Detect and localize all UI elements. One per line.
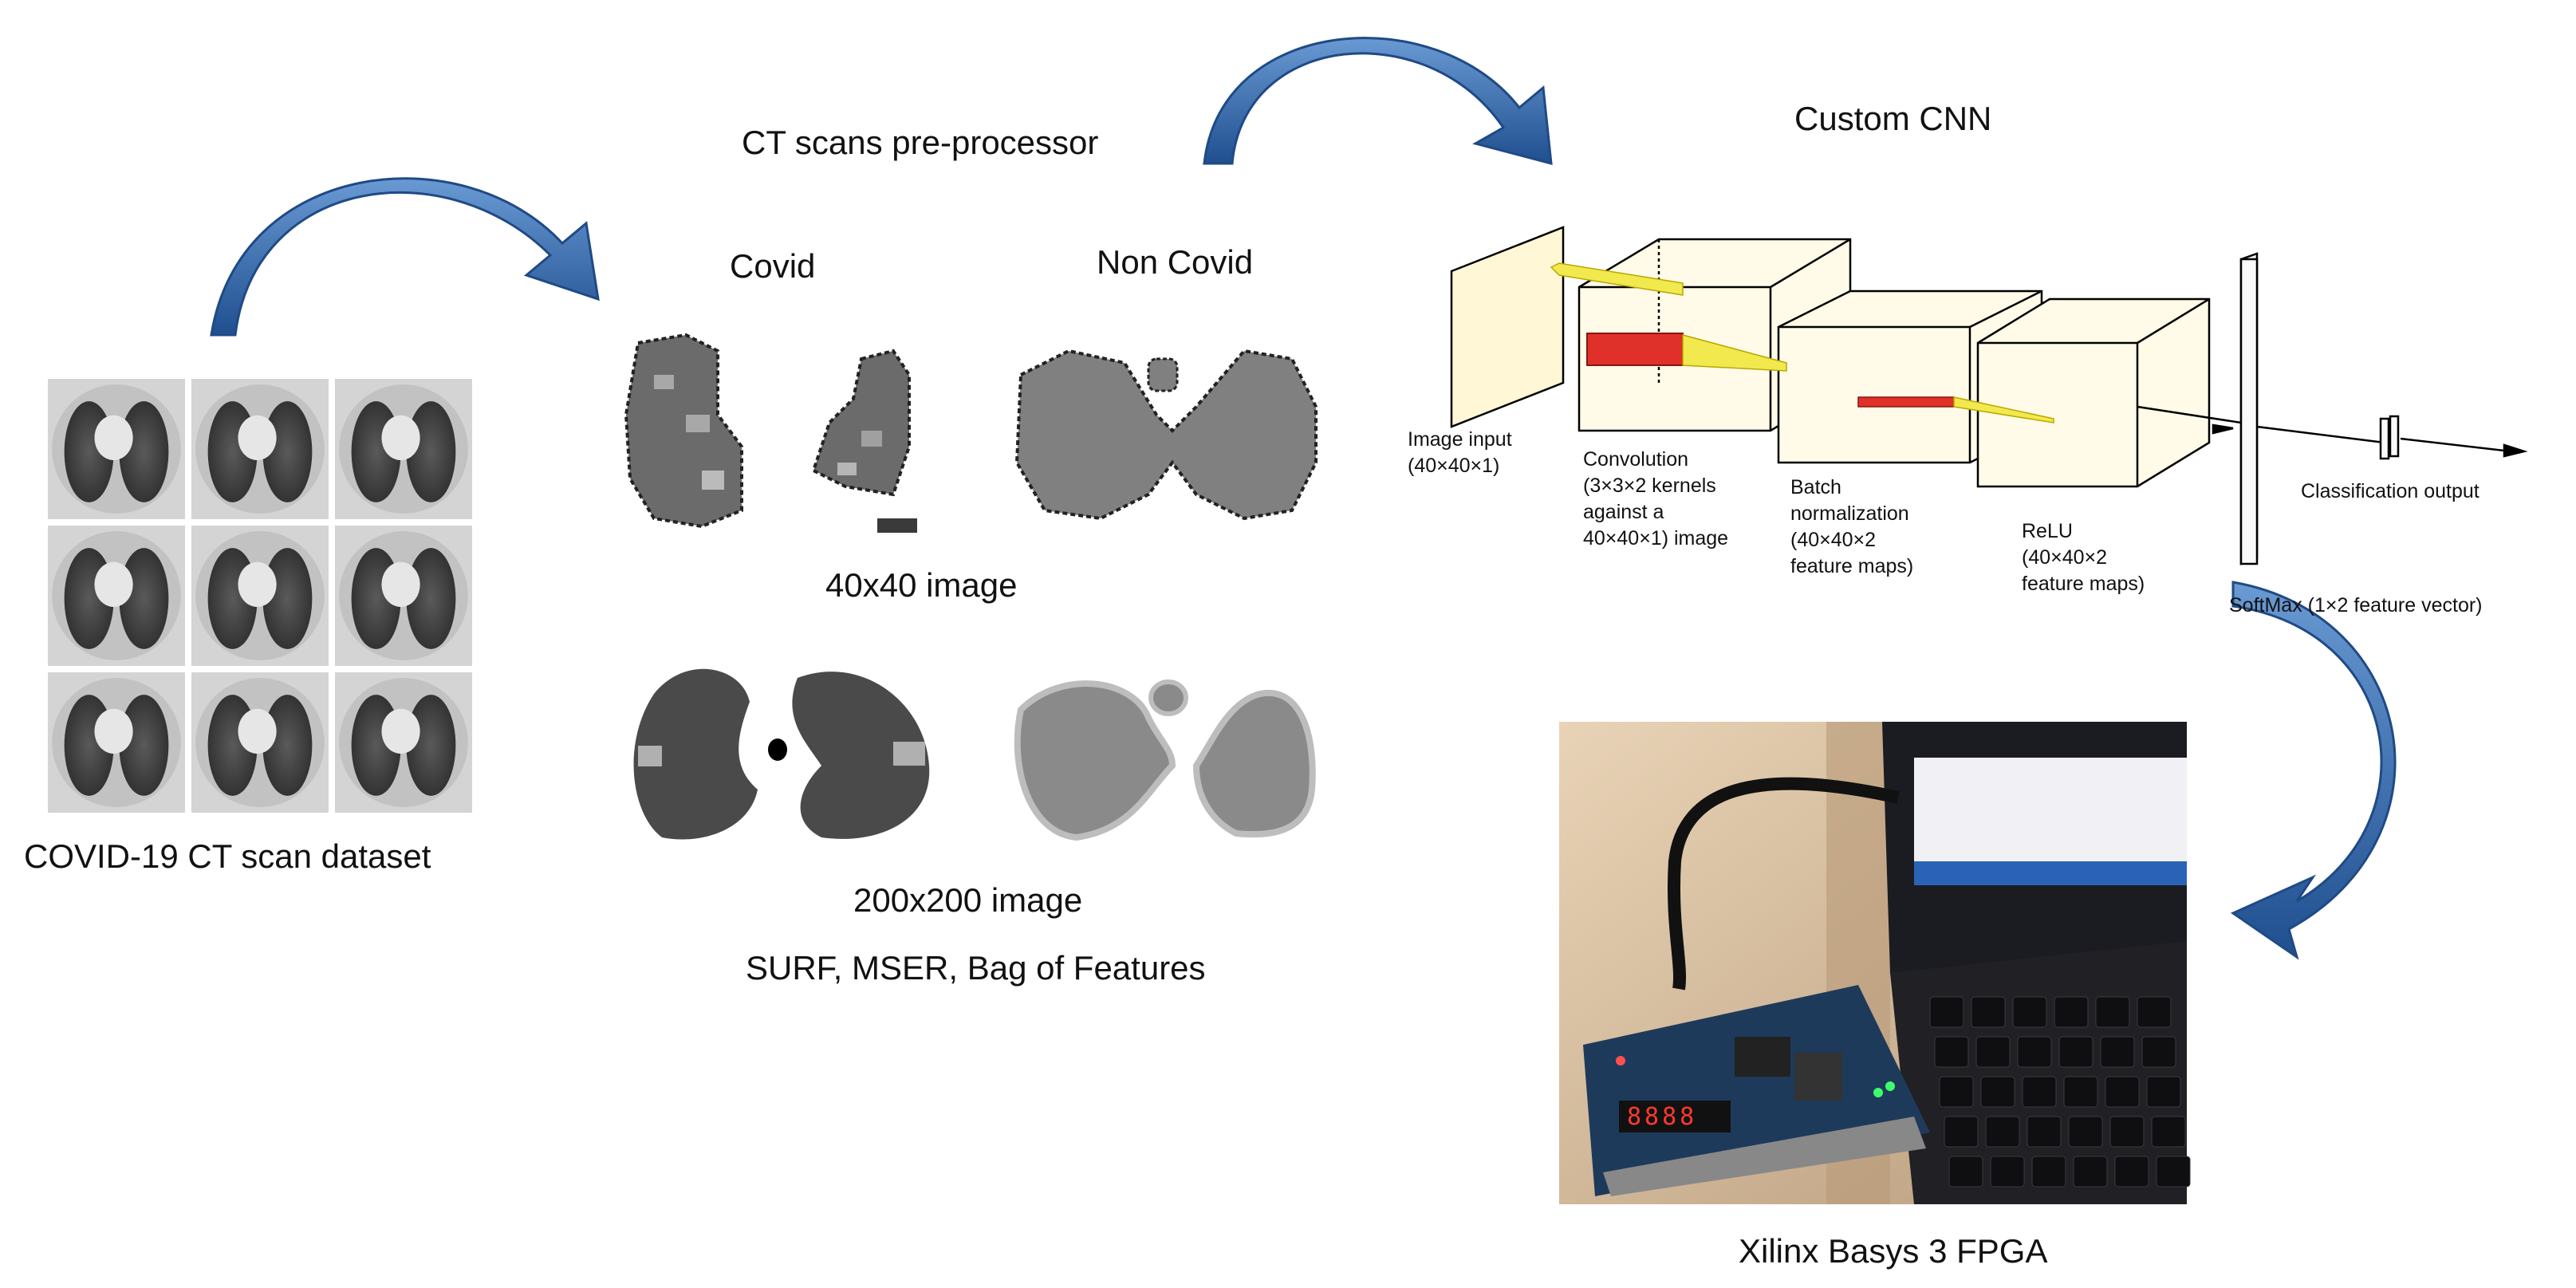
softmax-label: SoftMax (1×2 feature vector) bbox=[2229, 594, 2483, 616]
batch-norm-label-line4: feature maps) bbox=[1790, 555, 1914, 577]
ct-dataset-grid bbox=[48, 379, 472, 813]
arrow-preprocessor-to-cnn bbox=[1203, 37, 1553, 166]
keyboard-key bbox=[1929, 996, 1964, 1028]
arrow-cnn-to-fpga bbox=[2230, 581, 2397, 960]
ct-scan-thumbnail bbox=[335, 526, 472, 666]
keyboard-key bbox=[2146, 1076, 2181, 1108]
classification-output-label: Classification output bbox=[2301, 480, 2479, 502]
ct-scan-thumbnail bbox=[191, 526, 329, 666]
covid-200x200-image bbox=[633, 668, 930, 840]
keyboard-key bbox=[2027, 1116, 2062, 1148]
keyboard-key bbox=[1975, 1036, 2011, 1068]
arrow-dataset-to-preprocessor bbox=[210, 177, 600, 337]
convolution-label-line3: against a bbox=[1583, 501, 1664, 523]
batch-norm-label: Batch normalization (40×40×2 feature map… bbox=[1790, 475, 1913, 580]
ct-scan-thumbnail bbox=[48, 379, 185, 519]
keyboard-key bbox=[2141, 1036, 2176, 1068]
caption-200x200: 200x200 image bbox=[853, 881, 1083, 919]
fpga-photo bbox=[1559, 722, 2191, 1204]
board-seven-segment-display: 8888 bbox=[1627, 1103, 1698, 1131]
fpga-caption: Xilinx Basys 3 FPGA bbox=[1739, 1232, 2048, 1270]
image-input-plane bbox=[1450, 226, 1565, 428]
classification-output-block bbox=[2379, 415, 2400, 460]
covid-column-label: Covid bbox=[730, 247, 816, 285]
keyboard-key bbox=[2012, 996, 2047, 1028]
keyboard-key bbox=[2022, 1076, 2057, 1108]
relu-box bbox=[1976, 297, 2211, 488]
keyboard-key bbox=[2156, 1156, 2191, 1188]
caption-40x40: 40x40 image bbox=[825, 566, 1018, 604]
input-kernel bbox=[1550, 262, 1684, 296]
cnn-architecture bbox=[1450, 226, 2528, 565]
non-covid-column-label: Non Covid bbox=[1097, 243, 1254, 281]
keyboard-key bbox=[2100, 1036, 2135, 1068]
covid-40x40-image bbox=[624, 333, 917, 533]
ct-scan-thumbnail bbox=[48, 526, 185, 666]
relu-label-line3: feature maps) bbox=[2022, 573, 2145, 595]
keyboard-key bbox=[1990, 1156, 2025, 1188]
laptop-keyboard bbox=[1929, 996, 2191, 1188]
ct-scan-thumbnail bbox=[191, 672, 329, 813]
ct-scan-thumbnail bbox=[335, 379, 472, 519]
keyboard-key bbox=[2017, 1036, 2052, 1068]
feature-methods: SURF, MSER, Bag of Features bbox=[746, 949, 1206, 987]
non-covid-40x40-image bbox=[1014, 349, 1318, 521]
convolution-label-line4: 40×40×1) image bbox=[1583, 527, 1729, 549]
batch-norm-label-line3: (40×40×2 bbox=[1790, 529, 1877, 551]
keyboard-key bbox=[2114, 1156, 2149, 1188]
keyboard-key bbox=[2073, 1156, 2108, 1188]
softmax-bar bbox=[2239, 252, 2259, 565]
keyboard-key bbox=[2109, 1116, 2145, 1148]
keyboard-key bbox=[1948, 1156, 1983, 1188]
batch-kernel-red bbox=[1857, 396, 1955, 408]
image-input-label-line2: (40×40×1) bbox=[1408, 455, 1500, 477]
non-covid-200x200-image bbox=[1014, 679, 1316, 841]
keyboard-key bbox=[2137, 996, 2172, 1028]
cnn-title: Custom CNN bbox=[1794, 100, 1992, 137]
keyboard-key bbox=[1971, 996, 2006, 1028]
image-input-label: Image input (40×40×1) bbox=[1408, 427, 1512, 479]
batch-norm-label-line1: Batch bbox=[1790, 476, 1841, 498]
convolution-label: Convolution (3×3×2 kernels against a 40×… bbox=[1583, 447, 1728, 552]
convolution-label-line2: (3×3×2 kernels bbox=[1583, 475, 1716, 497]
batch-norm-label-line2: normalization bbox=[1790, 502, 1909, 525]
keyboard-key bbox=[2105, 1076, 2140, 1108]
relu-label: ReLU (40×40×2 feature maps) bbox=[2022, 518, 2145, 597]
ct-scan-thumbnail bbox=[191, 379, 329, 519]
image-input-label-line1: Image input bbox=[1408, 428, 1512, 451]
keyboard-key bbox=[2063, 1076, 2098, 1108]
keyboard-key bbox=[1939, 1076, 1974, 1108]
relu-label-line2: (40×40×2 bbox=[2022, 546, 2108, 569]
keyboard-key bbox=[2058, 1036, 2093, 1068]
relu-label-line1: ReLU bbox=[2022, 520, 2073, 542]
keyboard-key bbox=[1980, 1076, 2015, 1108]
keyboard-key bbox=[1934, 1036, 1969, 1068]
keyboard-key bbox=[1944, 1116, 1979, 1148]
preprocessor-title: CT scans pre-processor bbox=[742, 124, 1099, 161]
keyboard-key bbox=[2031, 1156, 2066, 1188]
keyboard-key bbox=[1985, 1116, 2020, 1148]
ct-scan-thumbnail bbox=[335, 672, 472, 813]
ct-scan-thumbnail bbox=[48, 672, 185, 813]
keyboard-key bbox=[2151, 1116, 2186, 1148]
keyboard-key bbox=[2095, 996, 2130, 1028]
keyboard-key bbox=[2068, 1116, 2103, 1148]
convolution-label-line1: Convolution bbox=[1583, 448, 1689, 471]
conv-kernel-red bbox=[1586, 333, 1684, 366]
dataset-caption: COVID-19 CT scan dataset bbox=[24, 837, 431, 875]
keyboard-key bbox=[2054, 996, 2089, 1028]
